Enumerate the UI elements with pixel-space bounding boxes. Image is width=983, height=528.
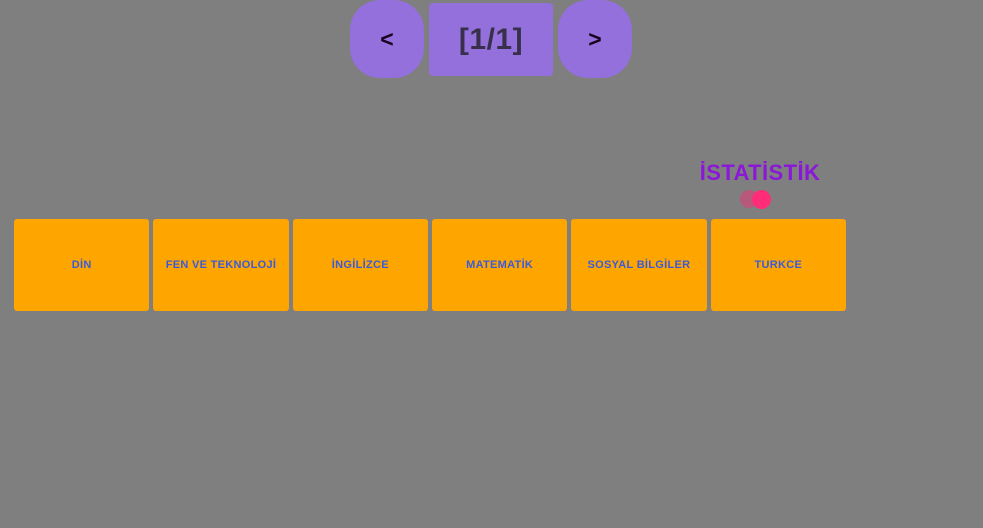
- statistics-section: İSTATİSTİK: [640, 160, 880, 210]
- subject-card-label: MATEMATİK: [466, 258, 534, 271]
- pagination-bar: < [1/1] >: [350, 0, 632, 78]
- subject-card-label: İNGİLİZCE: [331, 258, 389, 271]
- previous-page-button[interactable]: <: [350, 0, 424, 78]
- subject-card-matematik[interactable]: MATEMATİK: [431, 219, 568, 311]
- statistics-dots: [640, 188, 880, 210]
- subject-card-label: FEN VE TEKNOLOJİ: [165, 258, 277, 271]
- next-page-button[interactable]: >: [558, 0, 632, 78]
- subject-card-sosyal-bilgiler[interactable]: SOSYAL BİLGİLER: [571, 219, 707, 311]
- subject-card-label: DİN: [71, 258, 92, 271]
- pager-spacer-right: [553, 0, 558, 1]
- subject-card-row: DİN FEN VE TEKNOLOJİ İNGİLİZCE MATEMATİK…: [14, 219, 846, 311]
- pager-spacer-left: [424, 0, 429, 1]
- subject-card-din[interactable]: DİN: [14, 219, 150, 311]
- subject-card-label: TURKCE: [754, 258, 803, 271]
- statistics-title: İSTATİSTİK: [699, 160, 821, 185]
- solid-dot-icon: [752, 190, 771, 209]
- subject-card-ingilizce[interactable]: İNGİLİZCE: [292, 219, 428, 311]
- page-indicator: [1/1]: [429, 3, 553, 76]
- subject-card-turkce[interactable]: TURKCE: [710, 219, 846, 311]
- subject-card-fen-ve-teknoloji[interactable]: FEN VE TEKNOLOJİ: [153, 219, 289, 311]
- subject-card-label: SOSYAL BİLGİLER: [587, 258, 691, 271]
